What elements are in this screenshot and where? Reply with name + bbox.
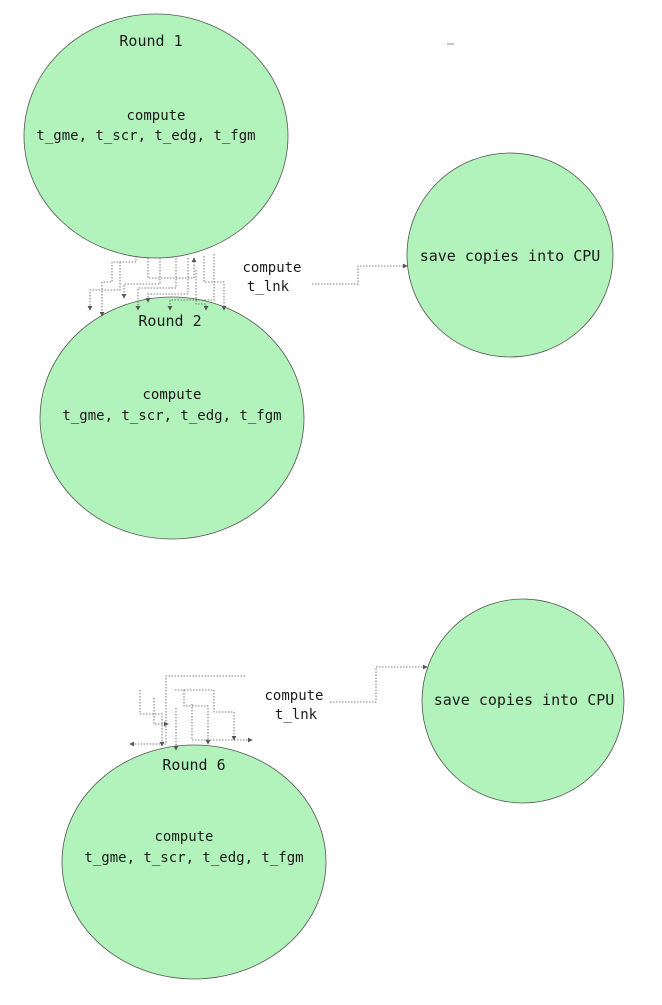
round2-node xyxy=(39,296,305,540)
round2-line1: compute xyxy=(142,387,202,403)
lnk1-label-line1: compute xyxy=(242,260,302,276)
round6-line2: t_gme, t_scr, t_edg, t_fgm xyxy=(84,850,304,866)
lnk2-label-line1: compute xyxy=(264,688,324,704)
round1-node xyxy=(23,13,289,259)
edge-round1-round2 xyxy=(87,254,227,317)
round1-line1: compute xyxy=(126,108,186,124)
round6-node xyxy=(61,744,327,980)
lnk1-label-line2: t_lnk xyxy=(246,279,290,295)
round2-line2: t_gme, t_scr, t_edg, t_fgm xyxy=(62,408,282,424)
edge-lnk2-cpu2 xyxy=(330,664,428,703)
round2-title: Round 2 xyxy=(138,312,202,330)
cpu2-node xyxy=(421,598,625,804)
lnk2-label-line2: t_lnk xyxy=(274,707,318,723)
cpu1-label: save copies into CPU xyxy=(419,247,601,265)
edge-lnk1-cpu1 xyxy=(312,263,408,285)
edge-round-round6 xyxy=(129,675,253,751)
round1-title: Round 1 xyxy=(119,32,183,50)
round6-line1: compute xyxy=(154,829,214,845)
round6-title: Round 6 xyxy=(162,756,226,774)
cpu1-node xyxy=(406,152,614,358)
cpu2-label: save copies into CPU xyxy=(433,691,615,709)
round1-line2: t_gme, t_scr, t_edg, t_fgm xyxy=(36,128,256,144)
